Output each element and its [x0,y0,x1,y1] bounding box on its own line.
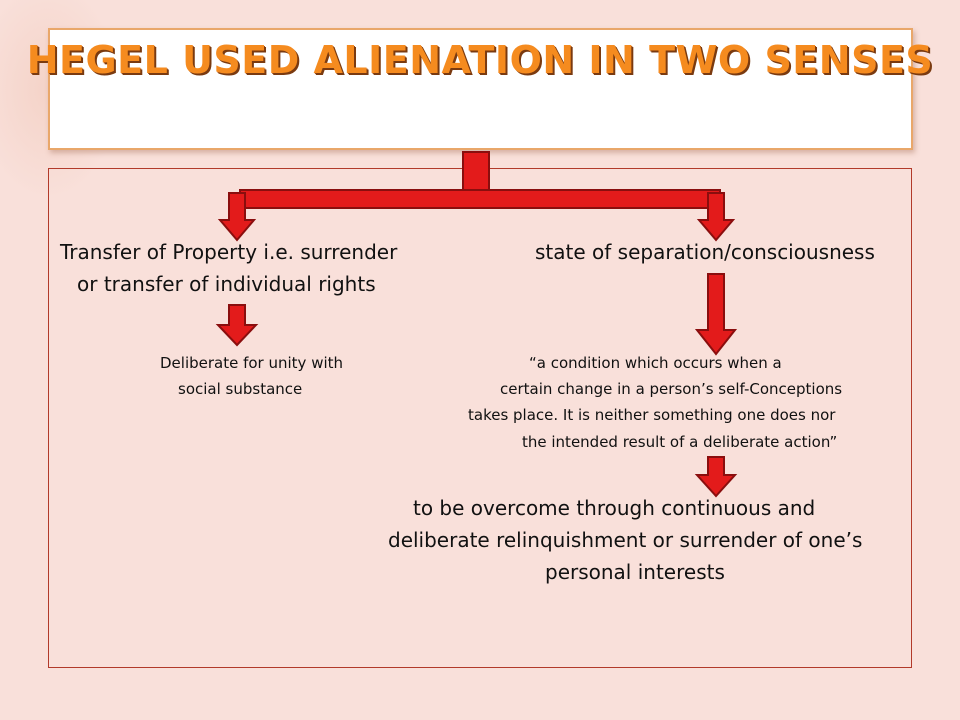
right-branch-heading: state of separation/consciousness [535,240,875,264]
right-branch-quote-line2: certain change in a person’s self-Concep… [500,380,843,398]
down-arrow-icon [215,304,259,347]
left-branch-detail-line1: Deliberate for unity with [160,354,344,372]
down-arrow-icon [217,192,257,242]
right-branch-quote-line4: the intended result of a deliberate acti… [522,433,838,451]
right-branch-quote-line1: “a condition which occurs when a [529,354,782,372]
right-branch-result-line2: deliberate relinquishment or surrender o… [388,528,863,552]
down-arrow-icon [696,192,736,242]
connector-bar [239,189,721,209]
left-branch-heading-line1: Transfer of Property i.e. surrender [60,240,398,264]
left-branch-heading-line2: or transfer of individual rights [77,272,376,296]
down-arrow-icon [694,456,738,498]
title-box [48,28,913,150]
connector-stem [462,151,490,193]
down-arrow-icon [694,273,738,356]
left-branch-detail-line2: social substance [178,380,303,398]
slide-title: Hegel Used Alienation In Two Senses [26,38,934,82]
right-branch-result-line1: to be overcome through continuous and [413,496,816,520]
right-branch-quote-line3: takes place. It is neither something one… [468,406,836,424]
right-branch-result-line3: personal interests [545,560,725,584]
